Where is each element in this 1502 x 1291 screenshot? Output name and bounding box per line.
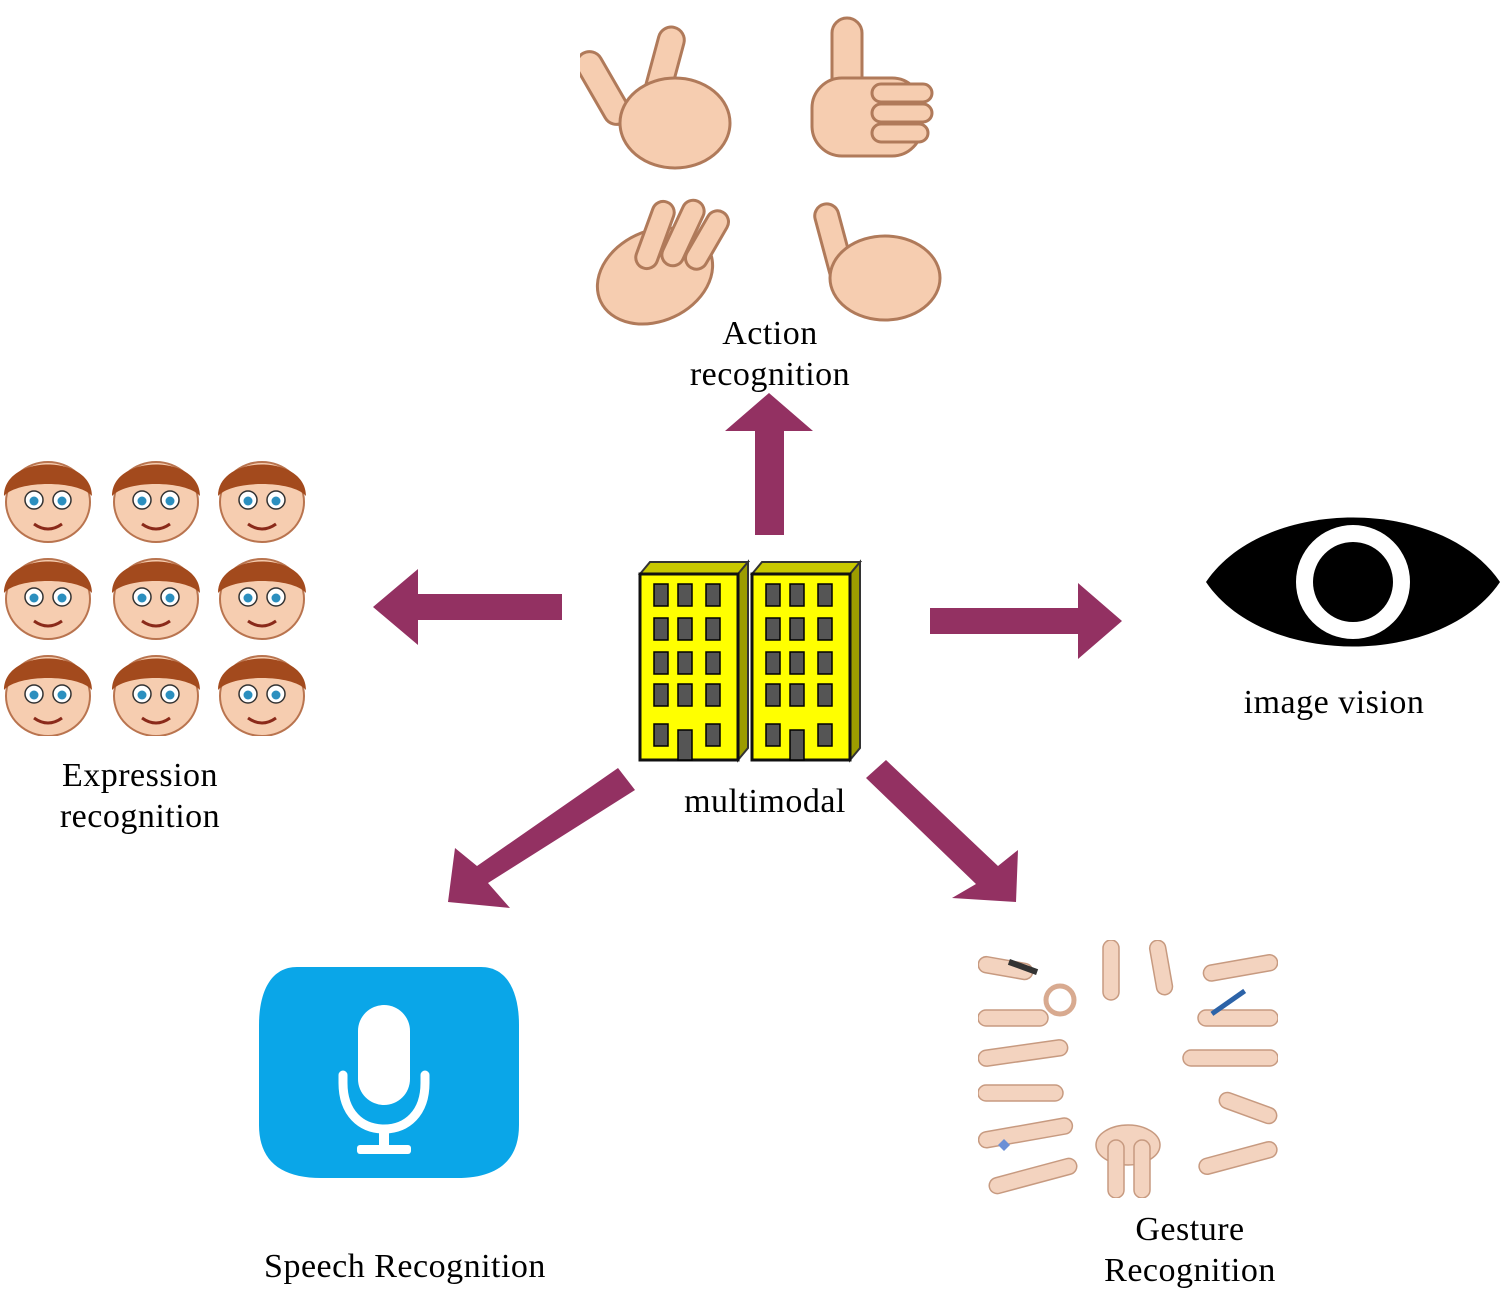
- building-icon: [637, 559, 863, 763]
- speech-recognition-node: [257, 965, 521, 1180]
- expression-recognition-node: [0, 446, 315, 736]
- image-vision-node: [1204, 500, 1502, 666]
- multimodal-label: multimodal: [684, 783, 846, 820]
- gesture-recognition-label: Gesture Recognition: [1104, 1211, 1276, 1289]
- multimodal-node: [636, 558, 864, 764]
- hands-photo-icon: [978, 940, 1278, 1198]
- hand-gestures-icon: [580, 16, 942, 326]
- faces-grid-icon: [2, 460, 308, 736]
- gesture-recognition-node: [978, 940, 1278, 1198]
- arrow-to-gesture: [866, 760, 1018, 902]
- expression-recognition-label: Expression recognition: [59, 757, 221, 835]
- arrow-to-action: [725, 393, 813, 535]
- eye-icon: [1206, 517, 1500, 647]
- speech-recognition-label: Speech Recognition: [264, 1248, 546, 1285]
- arrow-to-vision: [930, 583, 1122, 659]
- action-recognition-label: Action recognition: [689, 315, 851, 393]
- arrow-to-expression: [373, 569, 562, 645]
- arrow-to-speech: [448, 768, 635, 908]
- action-recognition-node: [580, 8, 960, 338]
- microphone-icon: [259, 967, 519, 1178]
- image-vision-label: image vision: [1243, 684, 1425, 721]
